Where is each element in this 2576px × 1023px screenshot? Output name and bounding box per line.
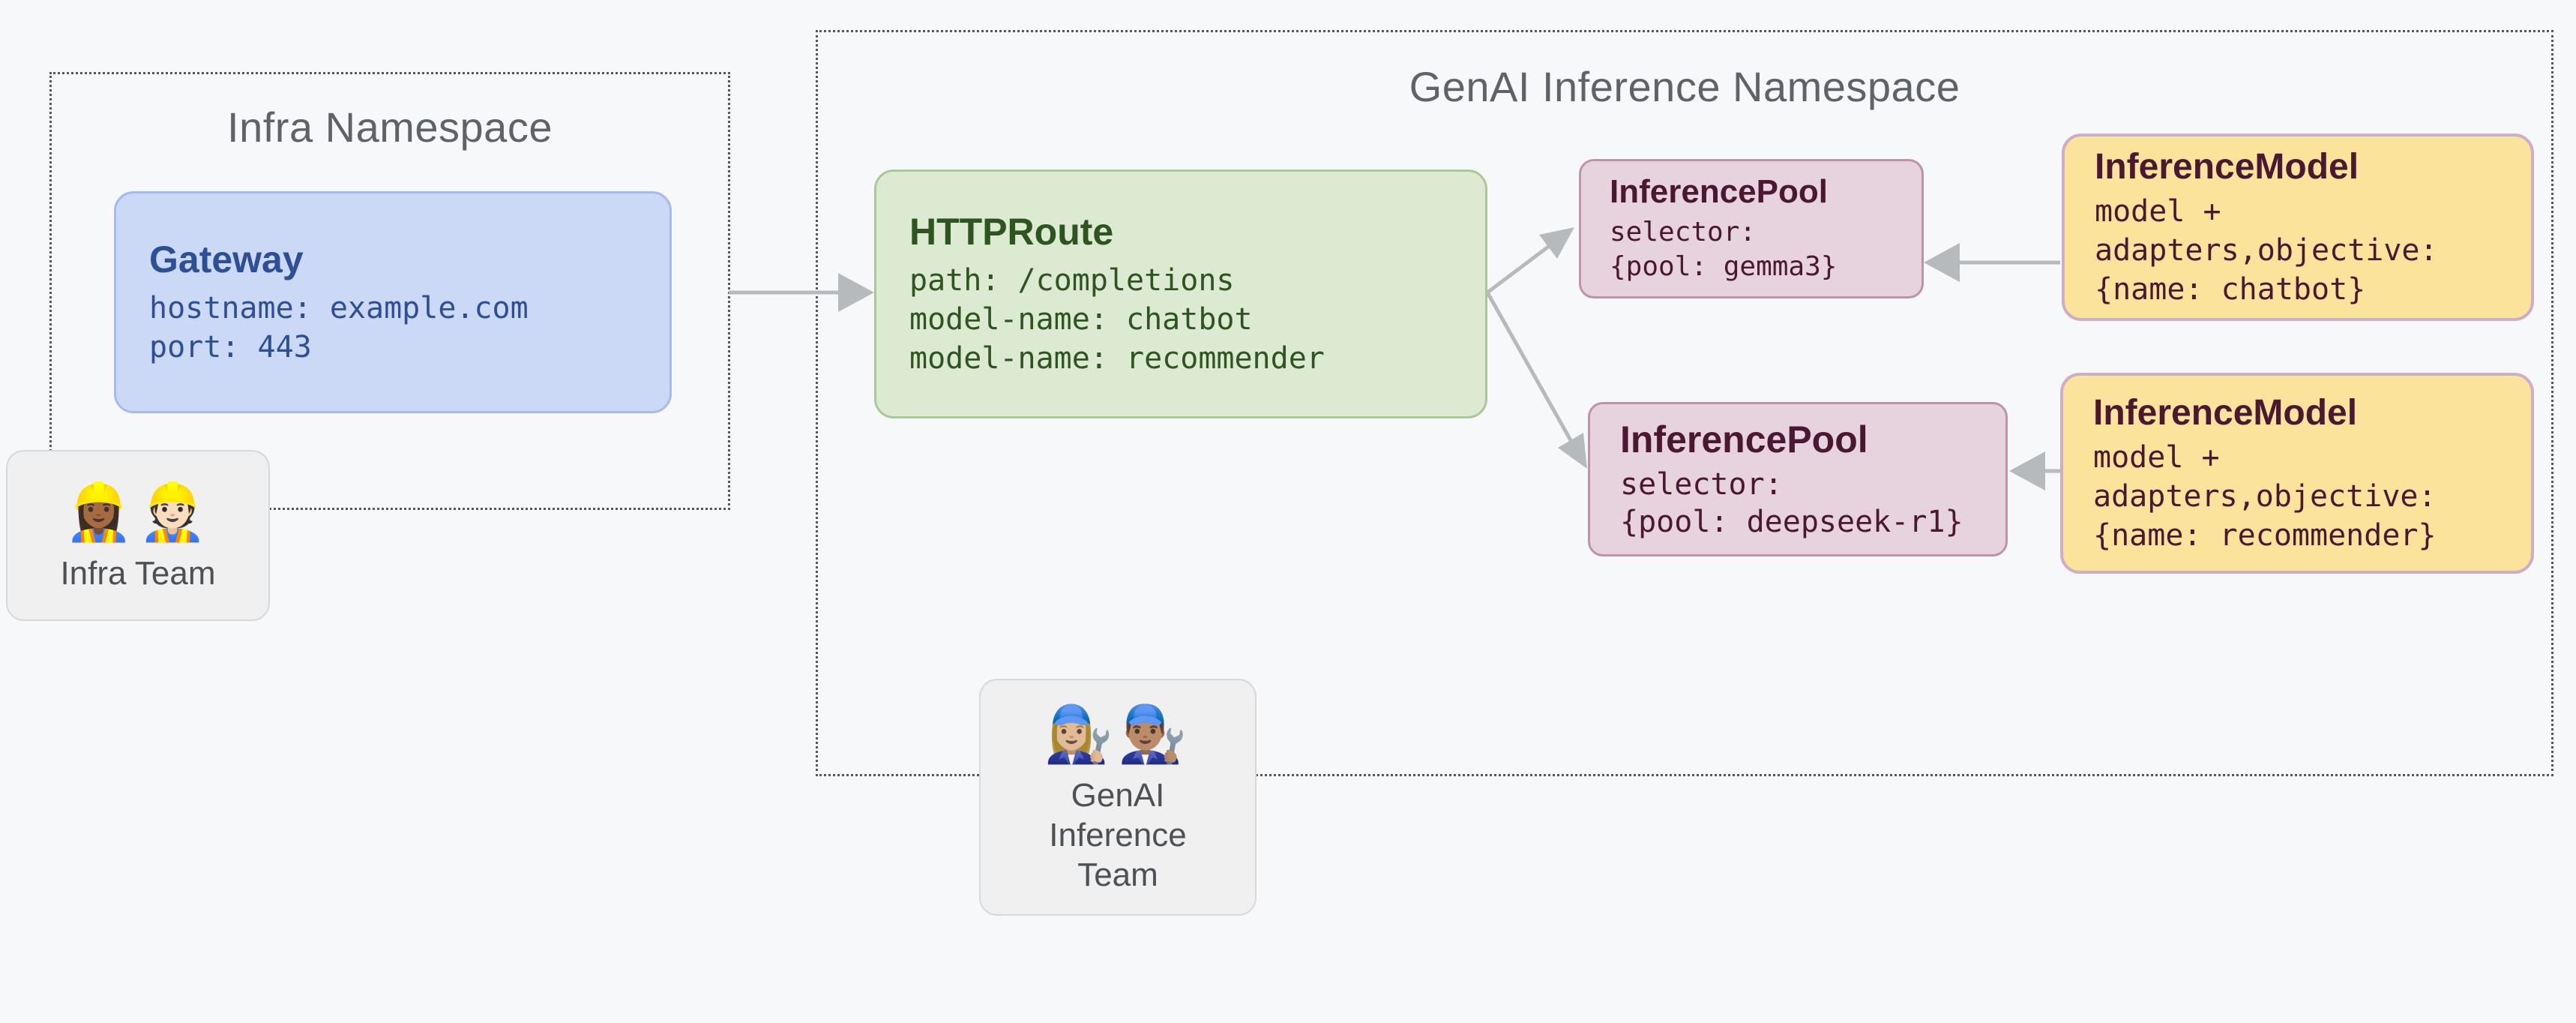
inference-model-recommender-line-name: {name: recommender} [2093, 518, 2437, 553]
inference-model-recommender-line-adapters: adapters,objective: [2093, 478, 2437, 514]
inference-pool-gemma3-title: InferencePool [1610, 173, 1828, 210]
inference-model-chatbot-line-name: {name: chatbot} [2095, 272, 2366, 307]
httproute-node: HTTPRoute path: /completions model-name:… [874, 170, 1487, 418]
inference-pool-gemma3-selector-value: {pool: gemma3} [1610, 251, 1838, 282]
genai-inference-team-label: GenAI Inference Team [1049, 776, 1187, 893]
inference-model-recommender-title: InferenceModel [2093, 392, 2358, 433]
infra-namespace-container: Infra Namespace [49, 72, 730, 510]
httproute-model-chatbot: model-name: chatbot [909, 302, 1253, 337]
gateway-port: port: 443 [149, 330, 312, 364]
inference-pool-deepseek-selector-value: {pool: deepseek-r1} [1620, 505, 1963, 539]
infra-team-label: Infra Team [60, 554, 216, 592]
inference-pool-deepseek-selector: selector: [1620, 467, 1783, 502]
httproute-path: path: /completions [909, 263, 1235, 298]
inference-model-chatbot-line-adapters: adapters,objective: [2095, 232, 2438, 268]
construction-workers-emoji-icon: 👷🏾‍♀️👷🏻 [64, 480, 212, 543]
inference-model-recommender-node: InferenceModel model + adapters,objectiv… [2060, 373, 2534, 574]
infra-namespace-title: Infra Namespace [227, 104, 553, 151]
gateway-node: Gateway hostname: example.com port: 443 [114, 191, 672, 413]
inference-model-chatbot-title: InferenceModel [2095, 146, 2359, 187]
gateway-hostname: hostname: example.com [149, 291, 529, 326]
inference-pool-deepseek-title: InferencePool [1620, 418, 1868, 460]
genai-namespace-container: GenAI Inference Namespace [816, 30, 2554, 776]
inference-model-chatbot-node: InferenceModel model + adapters,objectiv… [2062, 134, 2534, 321]
inference-model-recommender-line-model: model + [2093, 440, 2220, 475]
infra-team-card: 👷🏾‍♀️👷🏻 Infra Team [6, 450, 270, 621]
inference-pool-gemma3-selector: selector: [1610, 217, 1757, 248]
mechanics-emoji-icon: 👩🏼‍🔧👨🏽‍🔧 [1044, 702, 1192, 765]
inference-model-chatbot-line-model: model + [2095, 194, 2221, 229]
gateway-title: Gateway [149, 238, 304, 280]
inference-pool-deepseek-node: InferencePool selector: {pool: deepseek-… [1588, 402, 2008, 556]
genai-namespace-title: GenAI Inference Namespace [1409, 63, 1960, 110]
httproute-title: HTTPRoute [909, 211, 1114, 253]
httproute-model-recommender: model-name: recommender [909, 341, 1325, 376]
inference-pool-gemma3-node: InferencePool selector: {pool: gemma3} [1579, 159, 1924, 298]
genai-inference-team-card: 👩🏼‍🔧👨🏽‍🔧 GenAI Inference Team [979, 679, 1257, 916]
